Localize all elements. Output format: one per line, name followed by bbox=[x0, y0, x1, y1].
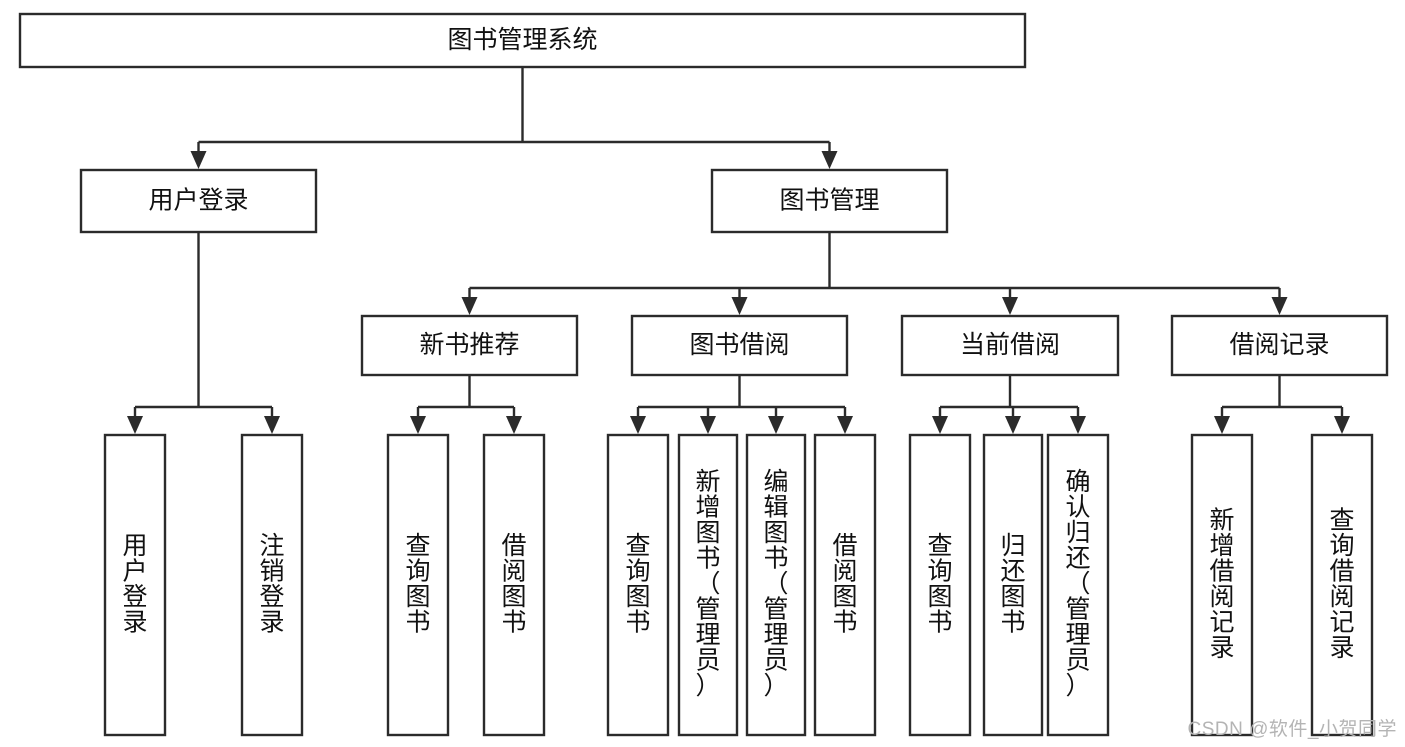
node-label: 新书推荐 bbox=[419, 331, 519, 359]
node-label: 图书管理 bbox=[779, 187, 879, 215]
node-leaf_3[interactable]: 借阅图书 bbox=[482, 433, 546, 737]
arrow-head-icon bbox=[1214, 416, 1230, 434]
node-label: 新增借阅记录 bbox=[1209, 506, 1234, 662]
node-box[interactable] bbox=[103, 433, 167, 737]
node-box[interactable] bbox=[18, 12, 1027, 69]
node-box[interactable] bbox=[1046, 433, 1110, 737]
node-box[interactable] bbox=[813, 433, 877, 737]
arrow-head-icon bbox=[731, 297, 748, 315]
node-leaf_1[interactable]: 注销登录 bbox=[240, 433, 304, 737]
node-box[interactable] bbox=[908, 433, 972, 737]
node-box[interactable] bbox=[1310, 433, 1374, 737]
arrow-head-icon bbox=[1002, 297, 1018, 315]
arrow-head-icon bbox=[630, 416, 646, 434]
node-box[interactable] bbox=[240, 433, 304, 737]
arrow-head-icon bbox=[837, 416, 853, 434]
node-label: 图书借阅 bbox=[689, 331, 789, 359]
arrow-head-icon bbox=[190, 151, 207, 169]
node-leaf_9[interactable]: 归还图书 bbox=[982, 433, 1044, 737]
node-leaf_7[interactable]: 借阅图书 bbox=[813, 433, 877, 737]
node-leaf_11[interactable]: 新增借阅记录 bbox=[1190, 433, 1254, 737]
node-l2_1[interactable]: 图书管理 bbox=[710, 168, 949, 234]
node-leaf_0[interactable]: 用户登录 bbox=[103, 433, 167, 737]
node-label: 新增图书（管理员） bbox=[695, 468, 720, 700]
arrow-head-icon bbox=[932, 416, 948, 434]
node-label: 查询图书 bbox=[625, 532, 650, 637]
node-leaf_5[interactable]: 新增图书（管理员） bbox=[677, 433, 739, 737]
node-label: 图书管理系统 bbox=[447, 26, 597, 54]
node-label: 借阅图书 bbox=[501, 532, 526, 637]
node-l3_3[interactable]: 借阅记录 bbox=[1170, 314, 1389, 377]
node-leaf_6[interactable]: 编辑图书（管理员） bbox=[745, 433, 807, 737]
node-box[interactable] bbox=[360, 314, 579, 377]
node-label: 注销登录 bbox=[259, 532, 284, 637]
node-box[interactable] bbox=[630, 314, 849, 377]
node-label: 借阅图书 bbox=[832, 532, 857, 637]
node-box[interactable] bbox=[900, 314, 1120, 377]
arrow-head-icon bbox=[821, 151, 838, 169]
arrow-head-icon bbox=[461, 297, 478, 315]
arrow-head-icon bbox=[1271, 297, 1288, 315]
connector-layer bbox=[127, 67, 1350, 434]
node-box[interactable] bbox=[606, 433, 670, 737]
watermark-text: CSDN @软件_小贺同学 bbox=[1187, 719, 1397, 740]
arrow-head-icon bbox=[264, 416, 280, 434]
node-leaf_2[interactable]: 查询图书 bbox=[386, 433, 450, 737]
node-l2_0[interactable]: 用户登录 bbox=[79, 168, 318, 234]
node-box[interactable] bbox=[677, 433, 739, 737]
arrow-head-icon bbox=[768, 416, 784, 434]
node-label: 确认归还（管理员） bbox=[1065, 468, 1090, 700]
node-leaf_4[interactable]: 查询图书 bbox=[606, 433, 670, 737]
arrow-head-icon bbox=[1334, 416, 1350, 434]
node-leaf_10[interactable]: 确认归还（管理员） bbox=[1046, 433, 1110, 737]
node-root[interactable]: 图书管理系统 bbox=[18, 12, 1027, 69]
node-box[interactable] bbox=[745, 433, 807, 737]
node-label: 查询图书 bbox=[927, 532, 952, 637]
node-box[interactable] bbox=[386, 433, 450, 737]
node-box[interactable] bbox=[710, 168, 949, 234]
node-label: 用户登录 bbox=[122, 532, 147, 637]
node-box[interactable] bbox=[79, 168, 318, 234]
node-box[interactable] bbox=[1190, 433, 1254, 737]
node-leaf_8[interactable]: 查询图书 bbox=[908, 433, 972, 737]
arrow-head-icon bbox=[506, 416, 522, 434]
node-layer: 图书管理系统用户登录图书管理新书推荐图书借阅当前借阅借阅记录用户登录注销登录查询… bbox=[18, 12, 1389, 737]
node-box[interactable] bbox=[1170, 314, 1389, 377]
arrow-head-icon bbox=[127, 416, 143, 434]
arrow-head-icon bbox=[700, 416, 716, 434]
node-l3_1[interactable]: 图书借阅 bbox=[630, 314, 849, 377]
node-label: 借阅记录 bbox=[1229, 331, 1329, 359]
node-label: 用户登录 bbox=[148, 187, 248, 215]
node-l3_2[interactable]: 当前借阅 bbox=[900, 314, 1120, 377]
node-label: 当前借阅 bbox=[960, 331, 1060, 359]
node-box[interactable] bbox=[482, 433, 546, 737]
node-l3_0[interactable]: 新书推荐 bbox=[360, 314, 579, 377]
node-box[interactable] bbox=[982, 433, 1044, 737]
node-label: 查询借阅记录 bbox=[1329, 506, 1354, 662]
node-leaf_12[interactable]: 查询借阅记录 bbox=[1310, 433, 1374, 737]
node-label: 查询图书 bbox=[405, 532, 430, 637]
node-label: 归还图书 bbox=[1000, 532, 1025, 637]
arrow-head-icon bbox=[1005, 416, 1021, 434]
node-label: 编辑图书（管理员） bbox=[763, 468, 788, 700]
arrow-head-icon bbox=[410, 416, 426, 434]
arrow-head-icon bbox=[1070, 416, 1086, 434]
